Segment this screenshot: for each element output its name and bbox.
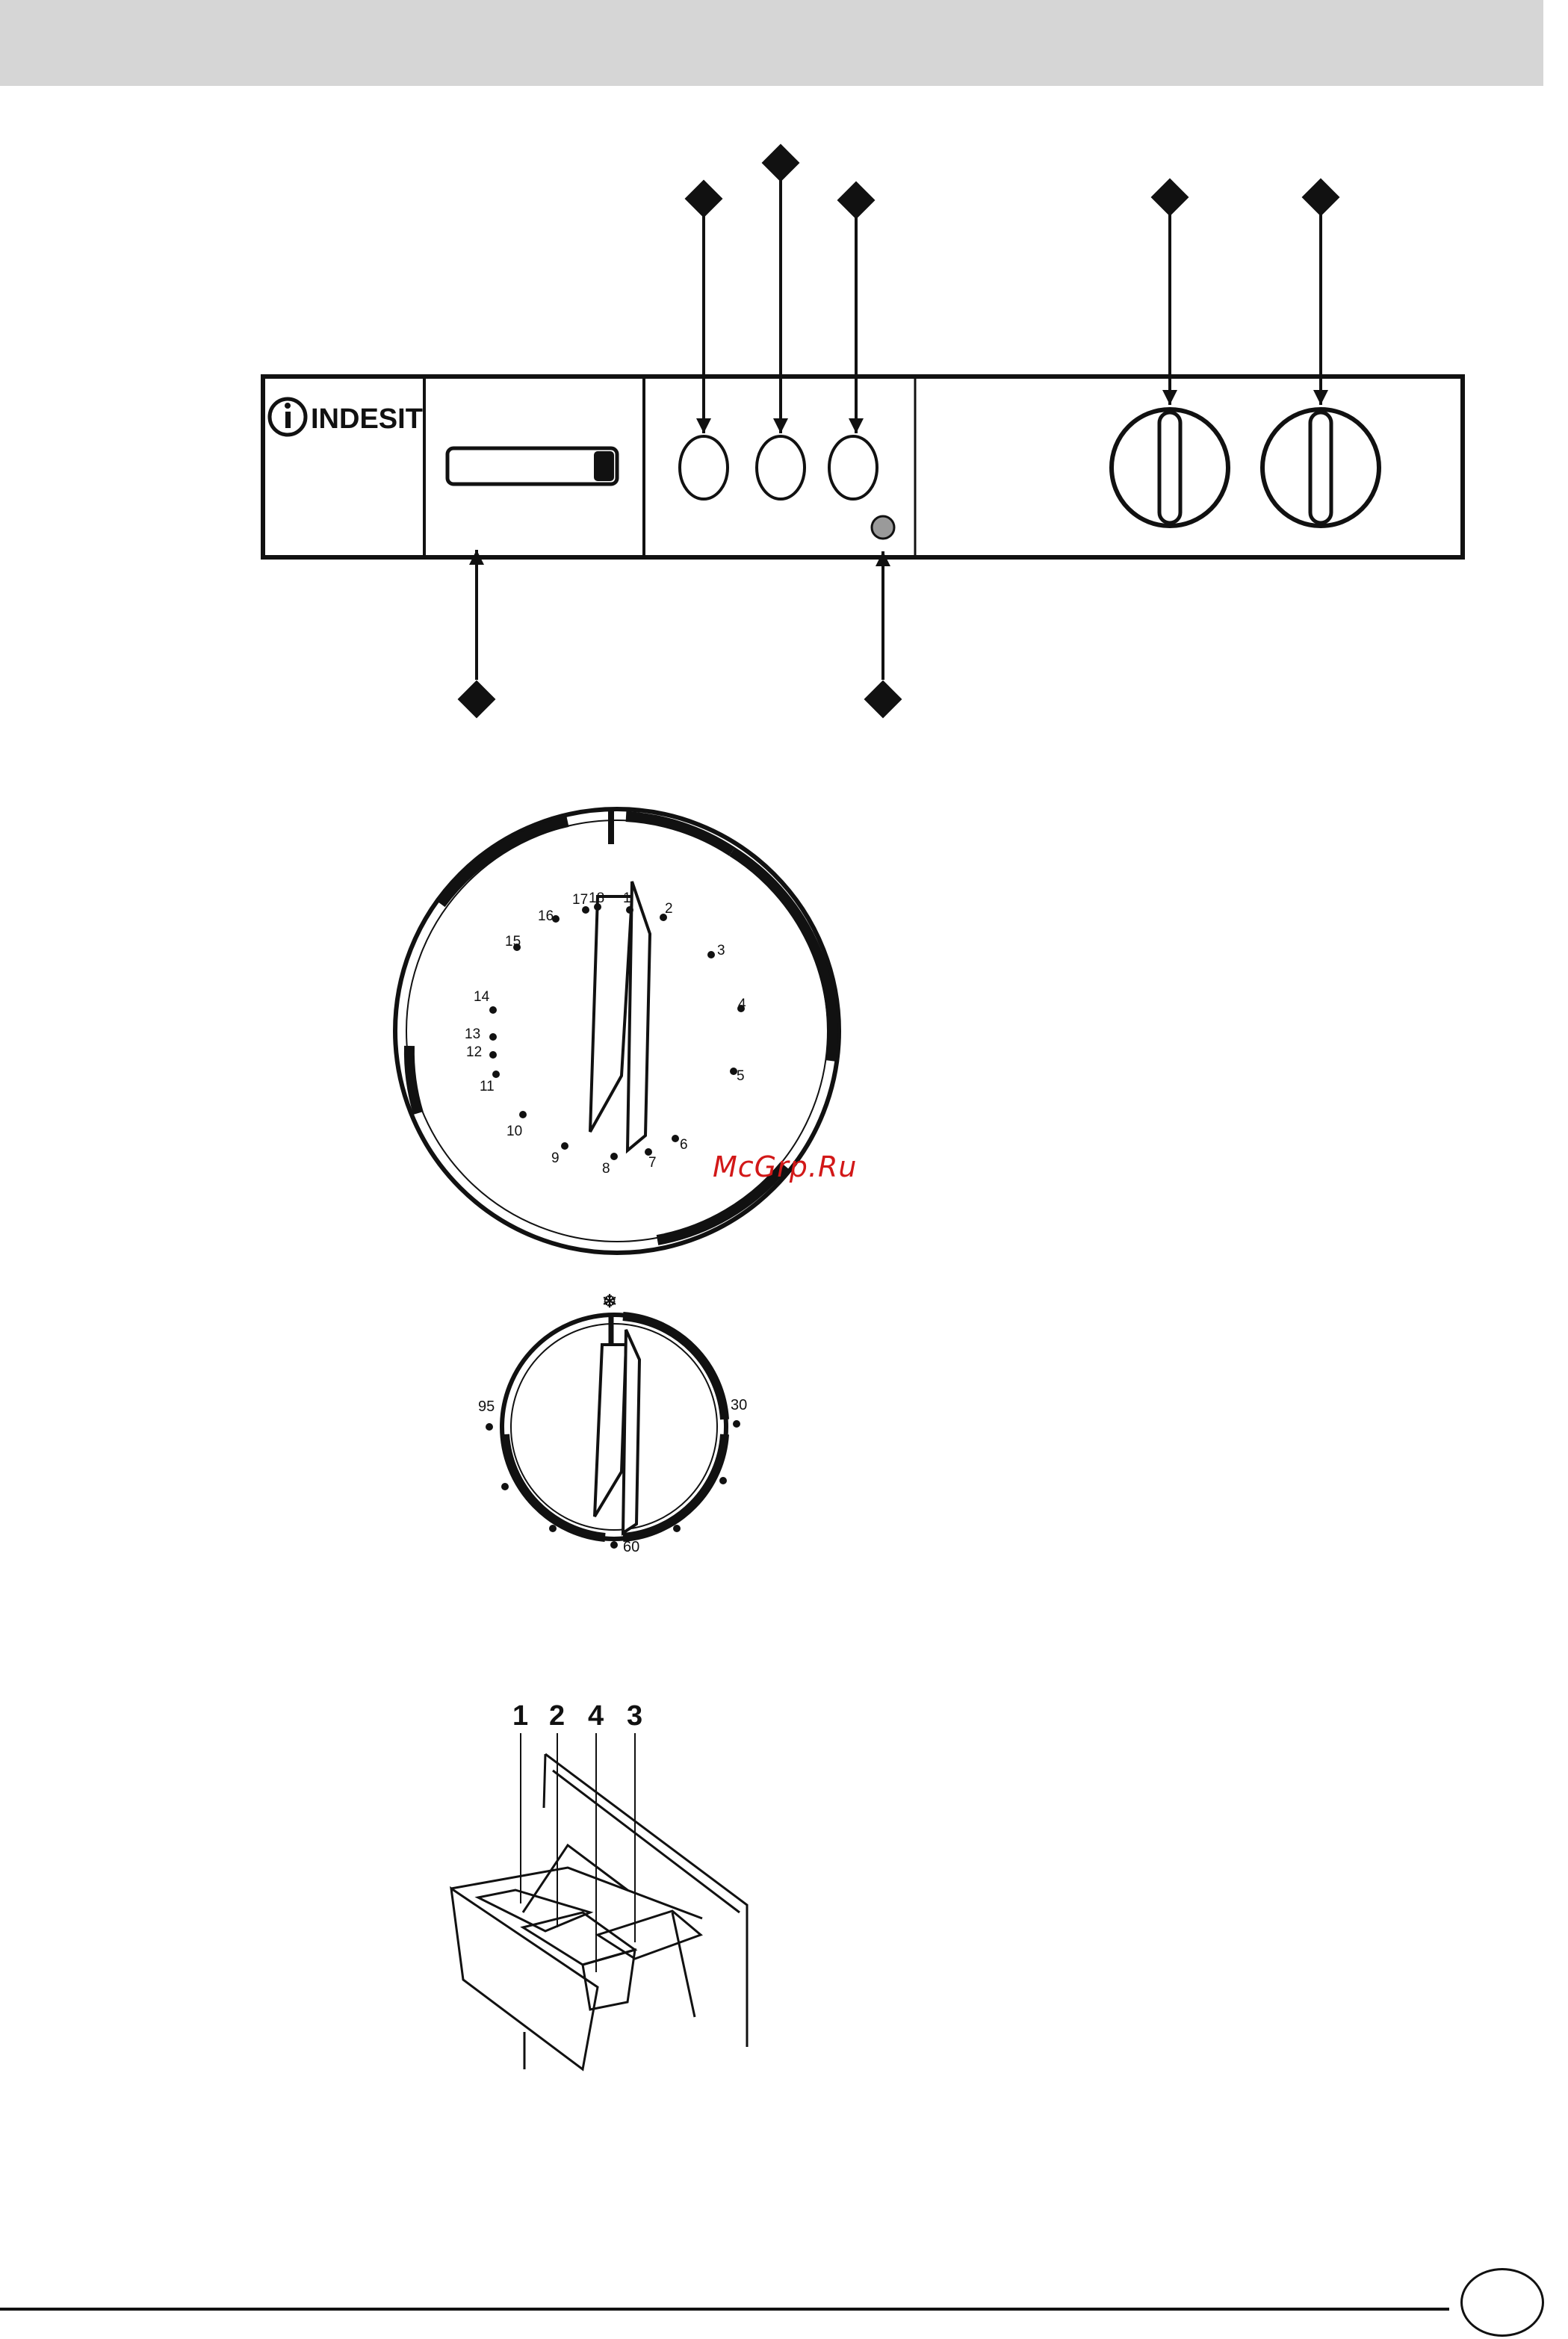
footer-rule	[0, 2308, 1449, 2311]
watermark: McGrp.Ru	[713, 1150, 857, 1183]
compartment-label-3: 3	[627, 1700, 642, 1732]
compartment-label-2: 2	[549, 1700, 565, 1732]
compartment-label-1: 1	[512, 1700, 528, 1732]
compartment-label-4: 4	[588, 1700, 604, 1732]
page-number-circle	[1460, 2268, 1544, 2337]
